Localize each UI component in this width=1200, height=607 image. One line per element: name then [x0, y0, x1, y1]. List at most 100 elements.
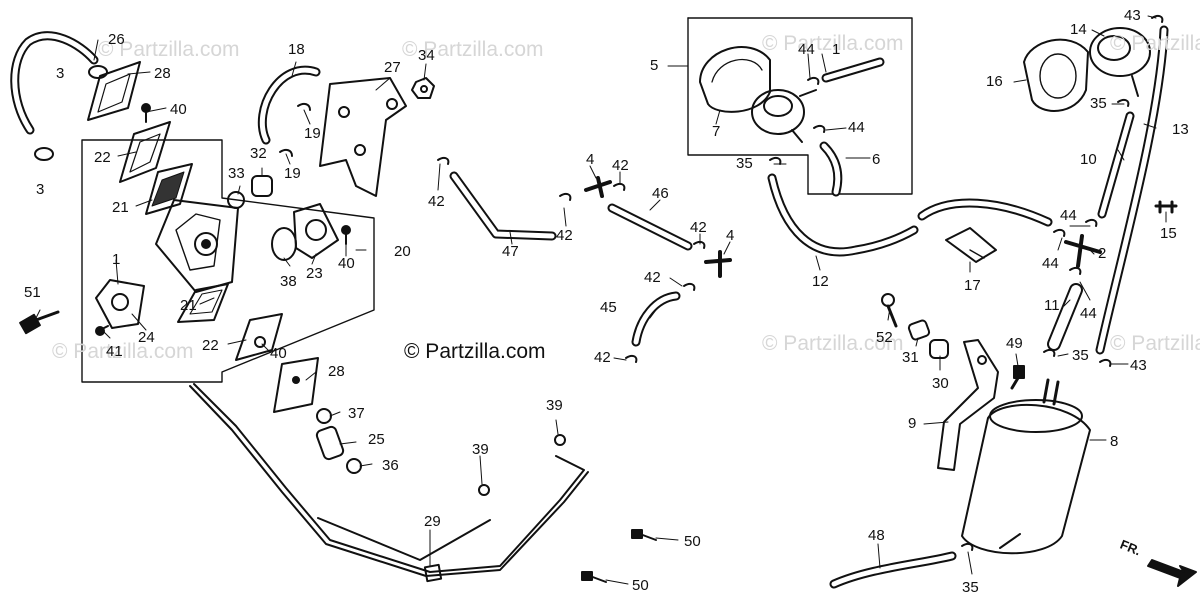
callout-11: 11 [1044, 297, 1060, 314]
gasket-38 [271, 227, 297, 261]
watermark-1: © Partzilla.com [98, 38, 240, 61]
bracket-9 [937, 339, 999, 471]
cover-7 [699, 46, 771, 113]
callout-34: 34 [418, 47, 435, 64]
clip-19a [297, 102, 311, 111]
washer-39a [478, 484, 490, 496]
callout-13: 13 [1172, 121, 1189, 138]
clip-44a [807, 76, 820, 85]
reed-21-upper [145, 163, 193, 215]
callout-52: 52 [876, 329, 893, 346]
callout-50-upper: 50 [684, 533, 701, 550]
hose-6 [819, 141, 843, 197]
callout-42-b: 42 [556, 227, 573, 244]
callout-19-upper: 19 [304, 125, 321, 142]
callout-3-lower: 3 [36, 181, 45, 198]
callout-44-middle: 44 [848, 119, 865, 136]
clip-15 [1154, 200, 1178, 214]
callout-40-a: 40 [170, 101, 187, 118]
callout-23: 23 [306, 265, 323, 282]
callout-14: 14 [1070, 21, 1087, 38]
callout-17: 17 [964, 277, 981, 294]
callout-40-b: 40 [270, 345, 287, 362]
clip-37 [316, 408, 332, 424]
gasket-28-lower [273, 357, 319, 413]
hose-48 [829, 551, 957, 589]
clip-44e [1069, 266, 1082, 275]
hose-46 [607, 203, 693, 251]
tee-4b [704, 250, 732, 278]
callout-9: 9 [908, 415, 917, 432]
clip-42b [559, 192, 572, 201]
collar-33 [227, 191, 245, 209]
grommet-30 [929, 339, 949, 359]
watermark-7: © Partzilla.com [1110, 332, 1200, 355]
clip-36 [346, 458, 362, 474]
callout-20: 20 [394, 243, 411, 260]
collar-32 [251, 175, 273, 197]
clip-44b [813, 124, 826, 133]
callout-10: 10 [1080, 151, 1097, 168]
callout-49: 49 [1006, 335, 1023, 352]
hose-10 [1097, 111, 1135, 219]
callout-2: 2 [1098, 245, 1107, 262]
callout-28-lower: 28 [328, 363, 345, 380]
fitting-52 [881, 293, 898, 328]
clip-44d [1053, 228, 1066, 237]
callout-42-d: 42 [690, 219, 707, 236]
group-outline-left [81, 139, 375, 383]
callout-1-left: 1 [112, 251, 121, 268]
watermark-6: © Partzilla.com [762, 332, 904, 355]
callout-42-c: 42 [612, 157, 629, 174]
clip-44c [1085, 218, 1098, 227]
group-outline-center [687, 17, 913, 195]
callout-31: 31 [902, 349, 919, 366]
callout-44-right-lower: 44 [1080, 305, 1097, 322]
hose-1 [821, 57, 885, 83]
gasket-28-upper [87, 61, 141, 121]
tee-4a [584, 176, 612, 198]
callout-39-left: 39 [472, 441, 489, 458]
callout-38: 38 [280, 273, 297, 290]
callout-26: 26 [108, 31, 125, 48]
band-16 [1023, 38, 1089, 112]
callout-35-center: 35 [736, 155, 753, 172]
flange-23 [293, 203, 339, 259]
nut-34 [411, 77, 435, 99]
clip-42d [693, 240, 706, 249]
callout-39-right: 39 [546, 397, 563, 414]
clip-42f [625, 354, 638, 363]
clip-43a [1151, 14, 1164, 23]
bolt-50a [631, 529, 657, 541]
callout-30: 30 [932, 375, 949, 392]
hose-13 [1095, 25, 1169, 355]
callout-35-bottom: 35 [962, 579, 979, 596]
callout-33: 33 [228, 165, 245, 182]
clip-35c [1117, 98, 1130, 107]
watermark-2: © Partzilla.com [402, 38, 544, 61]
callout-4-upper: 4 [586, 151, 595, 168]
callout-22-lower: 22 [202, 337, 219, 354]
callout-44-upper: 44 [798, 41, 815, 58]
callout-44-right-upper: 44 [1060, 207, 1077, 224]
callout-21-lower: 21 [180, 297, 197, 314]
callout-42-f: 42 [594, 349, 611, 366]
callout-3-upper: 3 [56, 65, 65, 82]
clip-35d [961, 542, 974, 551]
callout-50-lower: 50 [632, 577, 649, 594]
callout-43-upper: 43 [1124, 7, 1141, 24]
clip-19b [279, 148, 293, 157]
callout-27: 27 [384, 59, 401, 76]
bracket-17 [945, 227, 997, 263]
callout-18: 18 [288, 41, 305, 58]
clip-43b [1099, 358, 1112, 367]
valve-14 [1089, 27, 1151, 97]
bracket-27 [319, 77, 407, 197]
callout-29: 29 [424, 513, 441, 530]
callout-51: 51 [24, 284, 41, 301]
bolt-49 [1010, 365, 1025, 390]
callout-25: 25 [368, 431, 385, 448]
callout-36: 36 [382, 457, 399, 474]
tee-2 [1064, 234, 1102, 268]
